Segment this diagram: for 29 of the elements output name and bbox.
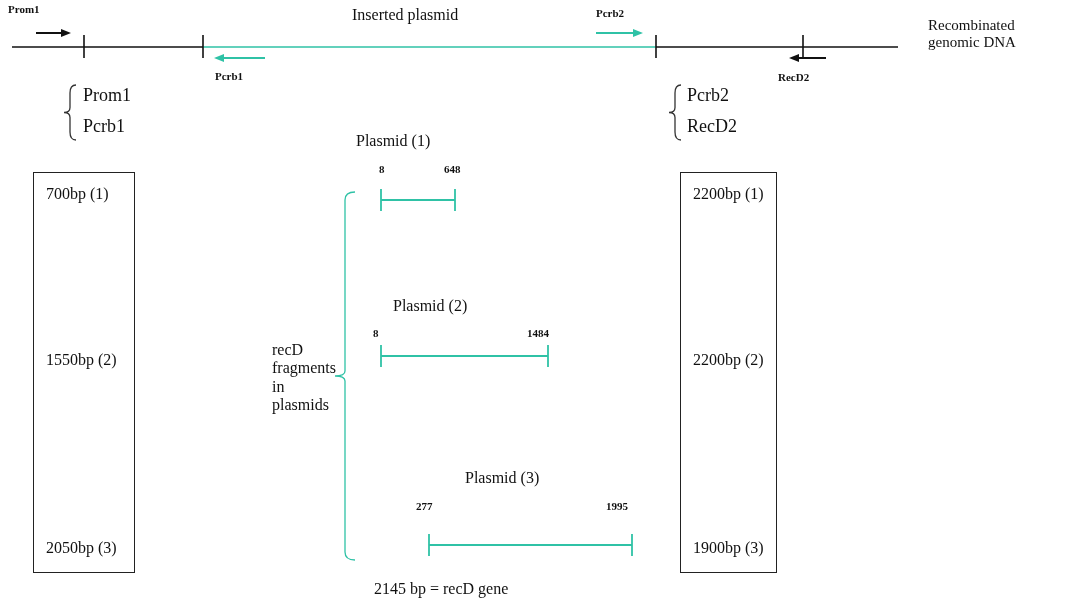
primer-label: 277 <box>416 500 433 513</box>
primer-label: 8 <box>373 327 379 340</box>
text-label: Recombinated genomic DNA <box>928 17 1017 52</box>
size-label: 2050bp (3) <box>46 539 117 557</box>
primer-label: 1995 <box>606 500 628 513</box>
text-label: recD fragments in plasmids <box>272 341 337 415</box>
primer-label: 8 <box>379 163 385 176</box>
size-label: 2200bp (1) <box>693 185 764 203</box>
primer-label: Prom1 <box>8 3 40 16</box>
text-label: RecD2 <box>687 116 737 137</box>
primer-label: 648 <box>444 163 461 176</box>
primer-label: RecD2 <box>778 71 810 84</box>
text-label: Plasmid (3) <box>465 469 540 488</box>
fragment-size-box <box>680 172 777 573</box>
primer-label: Pcrb1 <box>215 70 244 83</box>
fragment-size-box <box>33 172 135 573</box>
text-label: 2145 bp = recD gene <box>374 580 509 599</box>
text-label: Plasmid (2) <box>393 297 468 316</box>
size-label: 1550bp (2) <box>46 351 117 369</box>
primer-label: 1484 <box>527 327 549 340</box>
text-label: Prom1 <box>83 85 131 106</box>
text-label: Inserted plasmid <box>352 6 459 25</box>
size-label: 2200bp (2) <box>693 351 764 369</box>
text-label: Plasmid (1) <box>356 132 431 151</box>
text-label: Pcrb2 <box>687 85 729 106</box>
text-label: Pcrb1 <box>83 116 125 137</box>
size-label: 1900bp (3) <box>693 539 764 557</box>
primer-label: Pcrb2 <box>596 7 625 20</box>
size-label: 700bp (1) <box>46 185 109 203</box>
